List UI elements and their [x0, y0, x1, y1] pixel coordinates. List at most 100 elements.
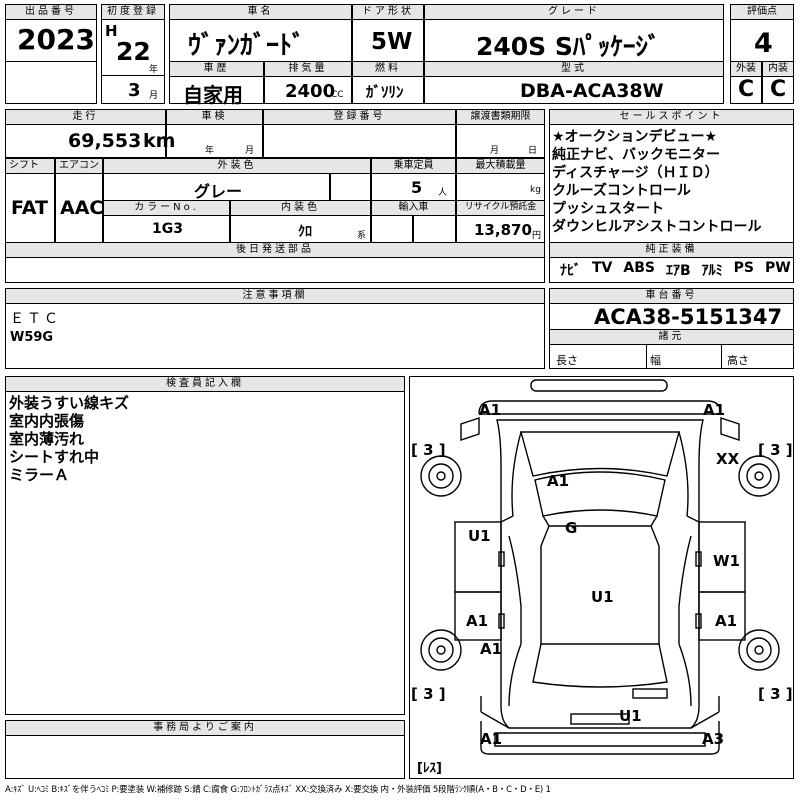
import-header: 輸入車 [371, 200, 456, 216]
dmg-rear-left: A1 [480, 730, 502, 748]
mileage-header: 走行 [5, 109, 166, 125]
sales-point-item: クルーズコントロール [552, 183, 691, 199]
sales-point-item: ディスチャージ（ＨＩＤ） [552, 165, 719, 181]
km-unit: km [143, 130, 176, 152]
cc-unit: CC [331, 90, 344, 100]
office-header: 事務局よりご案内 [5, 720, 405, 736]
transfer-day-unit: 日 [528, 146, 538, 156]
yen-unit: 円 [532, 231, 542, 241]
interior-score: C [770, 77, 787, 102]
specs-header: 諸元 [549, 329, 794, 345]
dmg-windshield: G [565, 519, 577, 537]
model-header: 型式 [424, 61, 724, 77]
model-code: DBA-ACA38W [520, 80, 664, 102]
ext-color-extra-cell [330, 173, 371, 201]
door-type: 5W [371, 29, 413, 55]
equipment-item: PS [733, 260, 754, 276]
displacement-cell [264, 76, 352, 104]
first-reg-year: 22 [116, 37, 151, 66]
dmg-hood: A1 [547, 472, 569, 490]
capacity: 5 [411, 178, 423, 197]
equipment-item: ｴｱB [665, 263, 691, 279]
length-label: 長さ [556, 354, 578, 367]
first-reg-month-cell [101, 75, 165, 104]
lot-number: 2023 [17, 23, 95, 56]
transfer-month-unit: 月 [490, 146, 500, 156]
int-color-header: 内装色 [230, 200, 371, 216]
inspection-cell [166, 124, 263, 158]
interior-header: 内装 [762, 61, 794, 77]
ext-color: グレー [194, 182, 243, 201]
inspector-note-item: 外装うすい線キズ [9, 394, 130, 412]
dmg-tire-rr: [ 3 ] [758, 685, 793, 703]
fuel-cell [352, 76, 424, 104]
dmg-tire-rl: [ 3 ] [411, 685, 446, 703]
dmg-front-right: A1 [703, 401, 725, 419]
lot-number-header: 出品番号 [5, 4, 97, 20]
dmg-roof: U1 [591, 588, 614, 606]
dmg-front-door-right: W1 [713, 552, 740, 570]
recycle-fee: 13,870 [474, 221, 532, 239]
dmg-quarter-left: A1 [480, 640, 502, 658]
equipment-item: ABS [623, 260, 655, 276]
era-mark: H [105, 22, 118, 40]
exterior-score: C [738, 77, 755, 102]
height-label: 高さ [727, 354, 749, 367]
interior-score-cell [762, 76, 794, 104]
import-cell-2 [413, 215, 456, 243]
equipment-item: ｱﾙﾐ [701, 263, 723, 279]
transfer-cell [456, 124, 545, 158]
model-cell [424, 76, 724, 104]
equipment-item: TV [592, 260, 613, 276]
exterior-score-cell [730, 76, 762, 104]
inspector-note-item: 室内薄汚れ [9, 430, 85, 448]
displacement-header: 排気量 [264, 61, 352, 77]
fuel-header: 燃料 [352, 61, 424, 77]
car-diagram: A1 A1 [ 3 ] [ 3 ] A1 XX U1 G W1 U1 A1 A1… [411, 379, 793, 776]
caution-header: 注意事項欄 [5, 288, 545, 304]
legend: A:ｷｽﾞ U:ﾍｺﾐ B:ｷｽﾞを伴うﾍｺﾐ P:要塗装 W:補修跡 S:錆 … [5, 785, 551, 795]
office-cell [5, 735, 405, 779]
kei-unit: 系 [357, 231, 367, 241]
transfer-header: 譲渡書類期限 [456, 109, 545, 125]
plate-header: 登録番号 [263, 109, 456, 125]
aircon-header: エアコン [55, 158, 103, 174]
score-header: 評価点 [730, 4, 794, 20]
sales-point-item: 純正ナビ、バックモニター [552, 147, 720, 163]
dmg-fender-fr: XX [716, 450, 740, 468]
inspector-notes-list: 外装うすい線キズ室内内張傷室内薄汚れシートすれ中ミラーＡ [9, 394, 129, 484]
sales-points-list: ★オークションデビュー★ 純正ナビ、バックモニターディスチャージ（ＨＩＤ） クルーズ… [552, 128, 761, 236]
width-label: 幅 [650, 354, 661, 367]
recycle-header: リサイクル預託金 [456, 200, 545, 216]
caution-line-2: W59G [10, 330, 54, 345]
grade-header: グレード [424, 4, 724, 20]
caution-cell [5, 303, 545, 369]
history-header: 車歴 [169, 61, 264, 77]
int-color: ｸﾛ [298, 224, 312, 240]
car-name: ｳﾞｧﾝｶﾞｰﾄﾞ [188, 31, 306, 61]
genuine-header: 純正装備 [549, 242, 794, 258]
first-reg-header: 初度登録 [101, 4, 165, 20]
first-reg-month: 3 [128, 80, 141, 101]
caution-line-1: ＥＴＣ [10, 311, 61, 327]
later-parts-cell [5, 257, 545, 283]
displacement: 2400 [285, 81, 336, 102]
history: 自家用 [183, 83, 243, 107]
chassis-header: 車台番号 [549, 288, 794, 304]
year-unit: 年 [149, 65, 159, 75]
shift: FAT [11, 197, 48, 219]
kg-unit: kg [530, 185, 541, 195]
import-cell-1 [371, 215, 413, 243]
inspector-note-item: シートすれ中 [9, 448, 100, 466]
sales-point-item: ★オークションデビュー★ [552, 129, 718, 145]
dmg-rear-door-left: A1 [466, 612, 488, 630]
inspector-note-item: 室内内張傷 [9, 412, 85, 430]
later-parts-header: 後日発送部品 [5, 242, 545, 258]
car-diagram-frame [409, 376, 794, 779]
inspection-month-unit: 月 [245, 146, 255, 156]
fuel: ｶﾞｿﾘﾝ [366, 83, 404, 101]
sales-point-item: プッシュスタート [552, 201, 664, 217]
plate-cell [263, 124, 456, 158]
score: 4 [754, 28, 773, 59]
inspection-year-unit: 年 [205, 146, 215, 156]
